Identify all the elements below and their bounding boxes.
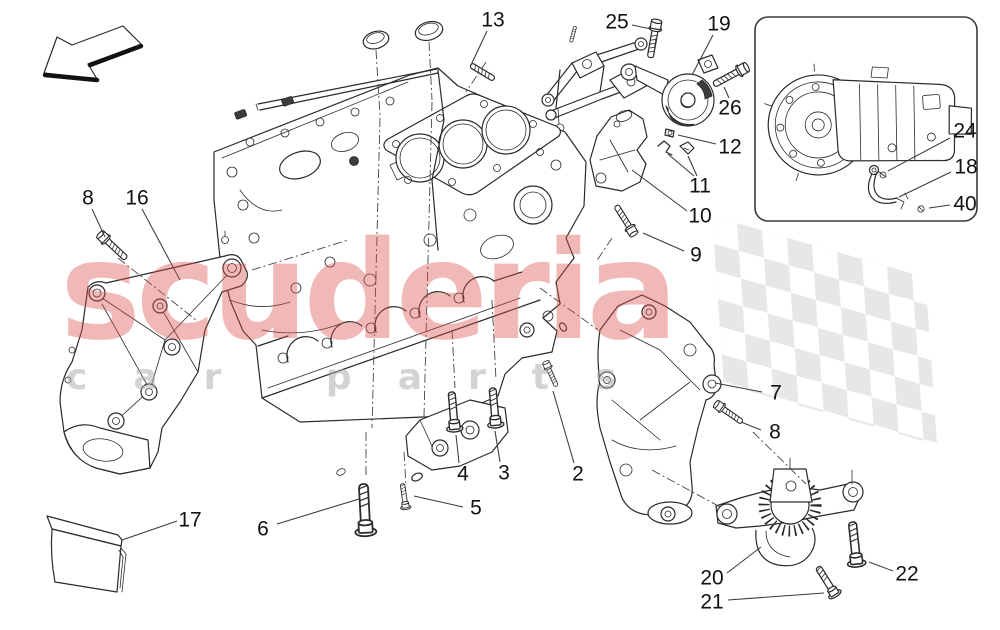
centerlines xyxy=(117,37,807,509)
bracket-16-drawing xyxy=(59,254,248,475)
part-callout-17: 17 xyxy=(178,508,202,532)
booklet-17-drawing xyxy=(46,515,127,593)
inset-panel xyxy=(754,16,978,222)
bracket-7-drawing xyxy=(596,294,722,525)
part-callout-40: 40 xyxy=(953,192,977,216)
part-callout-24: 24 xyxy=(953,119,977,143)
part-callout-12: 12 xyxy=(718,135,742,159)
part-callout-3: 3 xyxy=(498,461,510,485)
gearbox-drawing xyxy=(764,63,973,182)
part-callout-9: 9 xyxy=(690,243,702,267)
part-callout-11: 11 xyxy=(689,174,711,198)
part-callout-8R: 8 xyxy=(769,420,781,444)
part-callout-19: 19 xyxy=(707,12,731,36)
mount-19-drawing xyxy=(620,54,719,127)
part-callout-8L: 8 xyxy=(82,186,94,210)
mount-20-drawing xyxy=(715,457,864,567)
engine-block-drawing xyxy=(213,67,587,482)
part-callout-10: 10 xyxy=(688,204,712,228)
part-callout-26: 26 xyxy=(718,96,742,120)
part-callout-13: 13 xyxy=(481,8,505,32)
direction-arrow-icon xyxy=(42,25,144,83)
part-callout-20: 20 xyxy=(700,566,724,590)
part-callout-5: 5 xyxy=(470,496,482,520)
cup-plugs-drawing xyxy=(362,20,444,50)
part-callout-7: 7 xyxy=(770,381,782,405)
part-callout-6: 6 xyxy=(257,517,269,541)
part-callout-21: 21 xyxy=(700,590,724,614)
part-callout-4: 4 xyxy=(457,462,469,486)
part-callout-18: 18 xyxy=(954,155,978,179)
watermark-brand: scuderia xyxy=(60,213,678,371)
part-callout-22: 22 xyxy=(895,562,919,586)
part-callout-25: 25 xyxy=(605,10,629,34)
watermark-tagline: car parts xyxy=(66,357,663,398)
part-callout-16: 16 xyxy=(125,186,149,210)
part-callout-2: 2 xyxy=(572,462,584,486)
callout-leader-lines xyxy=(91,24,952,601)
small-parts-11-12-drawing xyxy=(657,128,695,156)
